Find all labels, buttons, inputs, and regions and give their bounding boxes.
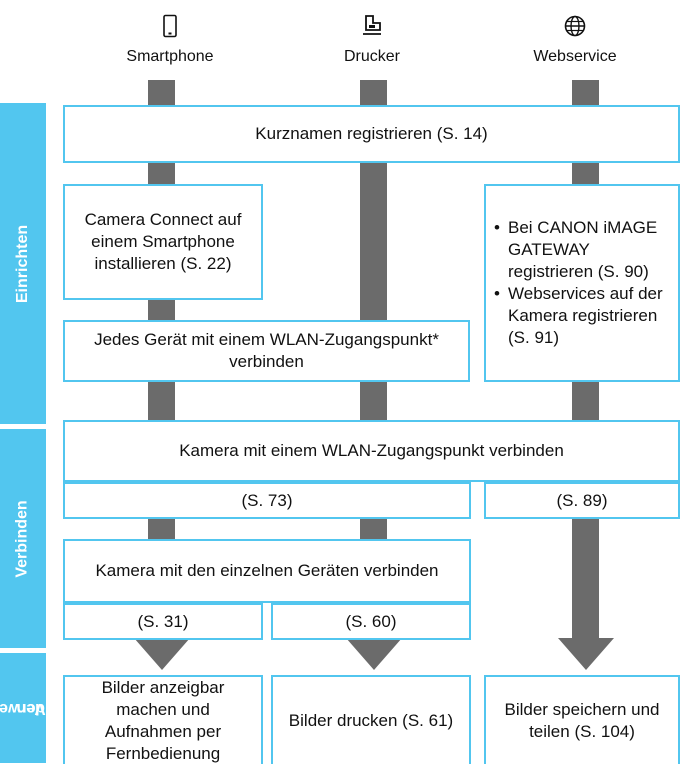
section-setup: Einrichten (0, 103, 46, 424)
section-use: Verwen-den (0, 653, 46, 763)
smartphone-icon (163, 14, 177, 38)
box-use-smartphone: Bilder anzeigbar machen und Aufnahmen pe… (63, 675, 263, 764)
arrow-down-icon (346, 638, 402, 670)
box-web-steps: Bei CANON iMAGE GATEWAY registrieren (S.… (484, 184, 680, 382)
globe-icon (564, 15, 586, 37)
box-camera-connect: Camera Connect auf einem Smartphone inst… (63, 184, 263, 300)
printer-icon (363, 15, 381, 35)
arrow-down-icon (134, 638, 190, 670)
box-camera-devices: Kamera mit den einzelnen Geräten verbind… (63, 539, 471, 603)
box-ref-60: (S. 60) (271, 603, 471, 640)
box-use-printer: Bilder drucken (S. 61) (271, 675, 471, 764)
section-connect: Verbinden (0, 429, 46, 648)
box-ap-connect-each: Jedes Gerät mit einem WLAN-Zugangspunkt*… (63, 320, 470, 382)
box-nickname: Kurznamen registrieren (S. 14) (63, 105, 680, 163)
box-ref-31: (S. 31) (63, 603, 263, 640)
device-label-smartphone: Smartphone (126, 48, 214, 65)
device-label-webservice: Webservice (533, 48, 617, 65)
web-step-1: Bei CANON iMAGE GATEWAY registrieren (S.… (494, 217, 670, 283)
arrow-down-icon (558, 638, 614, 670)
web-step-2: Webservices auf der Kamera registrieren … (494, 283, 670, 349)
box-camera-ap: Kamera mit einem WLAN-Zugangspunkt verbi… (63, 420, 680, 482)
box-ref-89: (S. 89) (484, 482, 680, 519)
box-use-web: Bilder speichern und teilen (S. 104) (484, 675, 680, 764)
device-label-printer: Drucker (343, 48, 400, 65)
box-ref-73: (S. 73) (63, 482, 471, 519)
